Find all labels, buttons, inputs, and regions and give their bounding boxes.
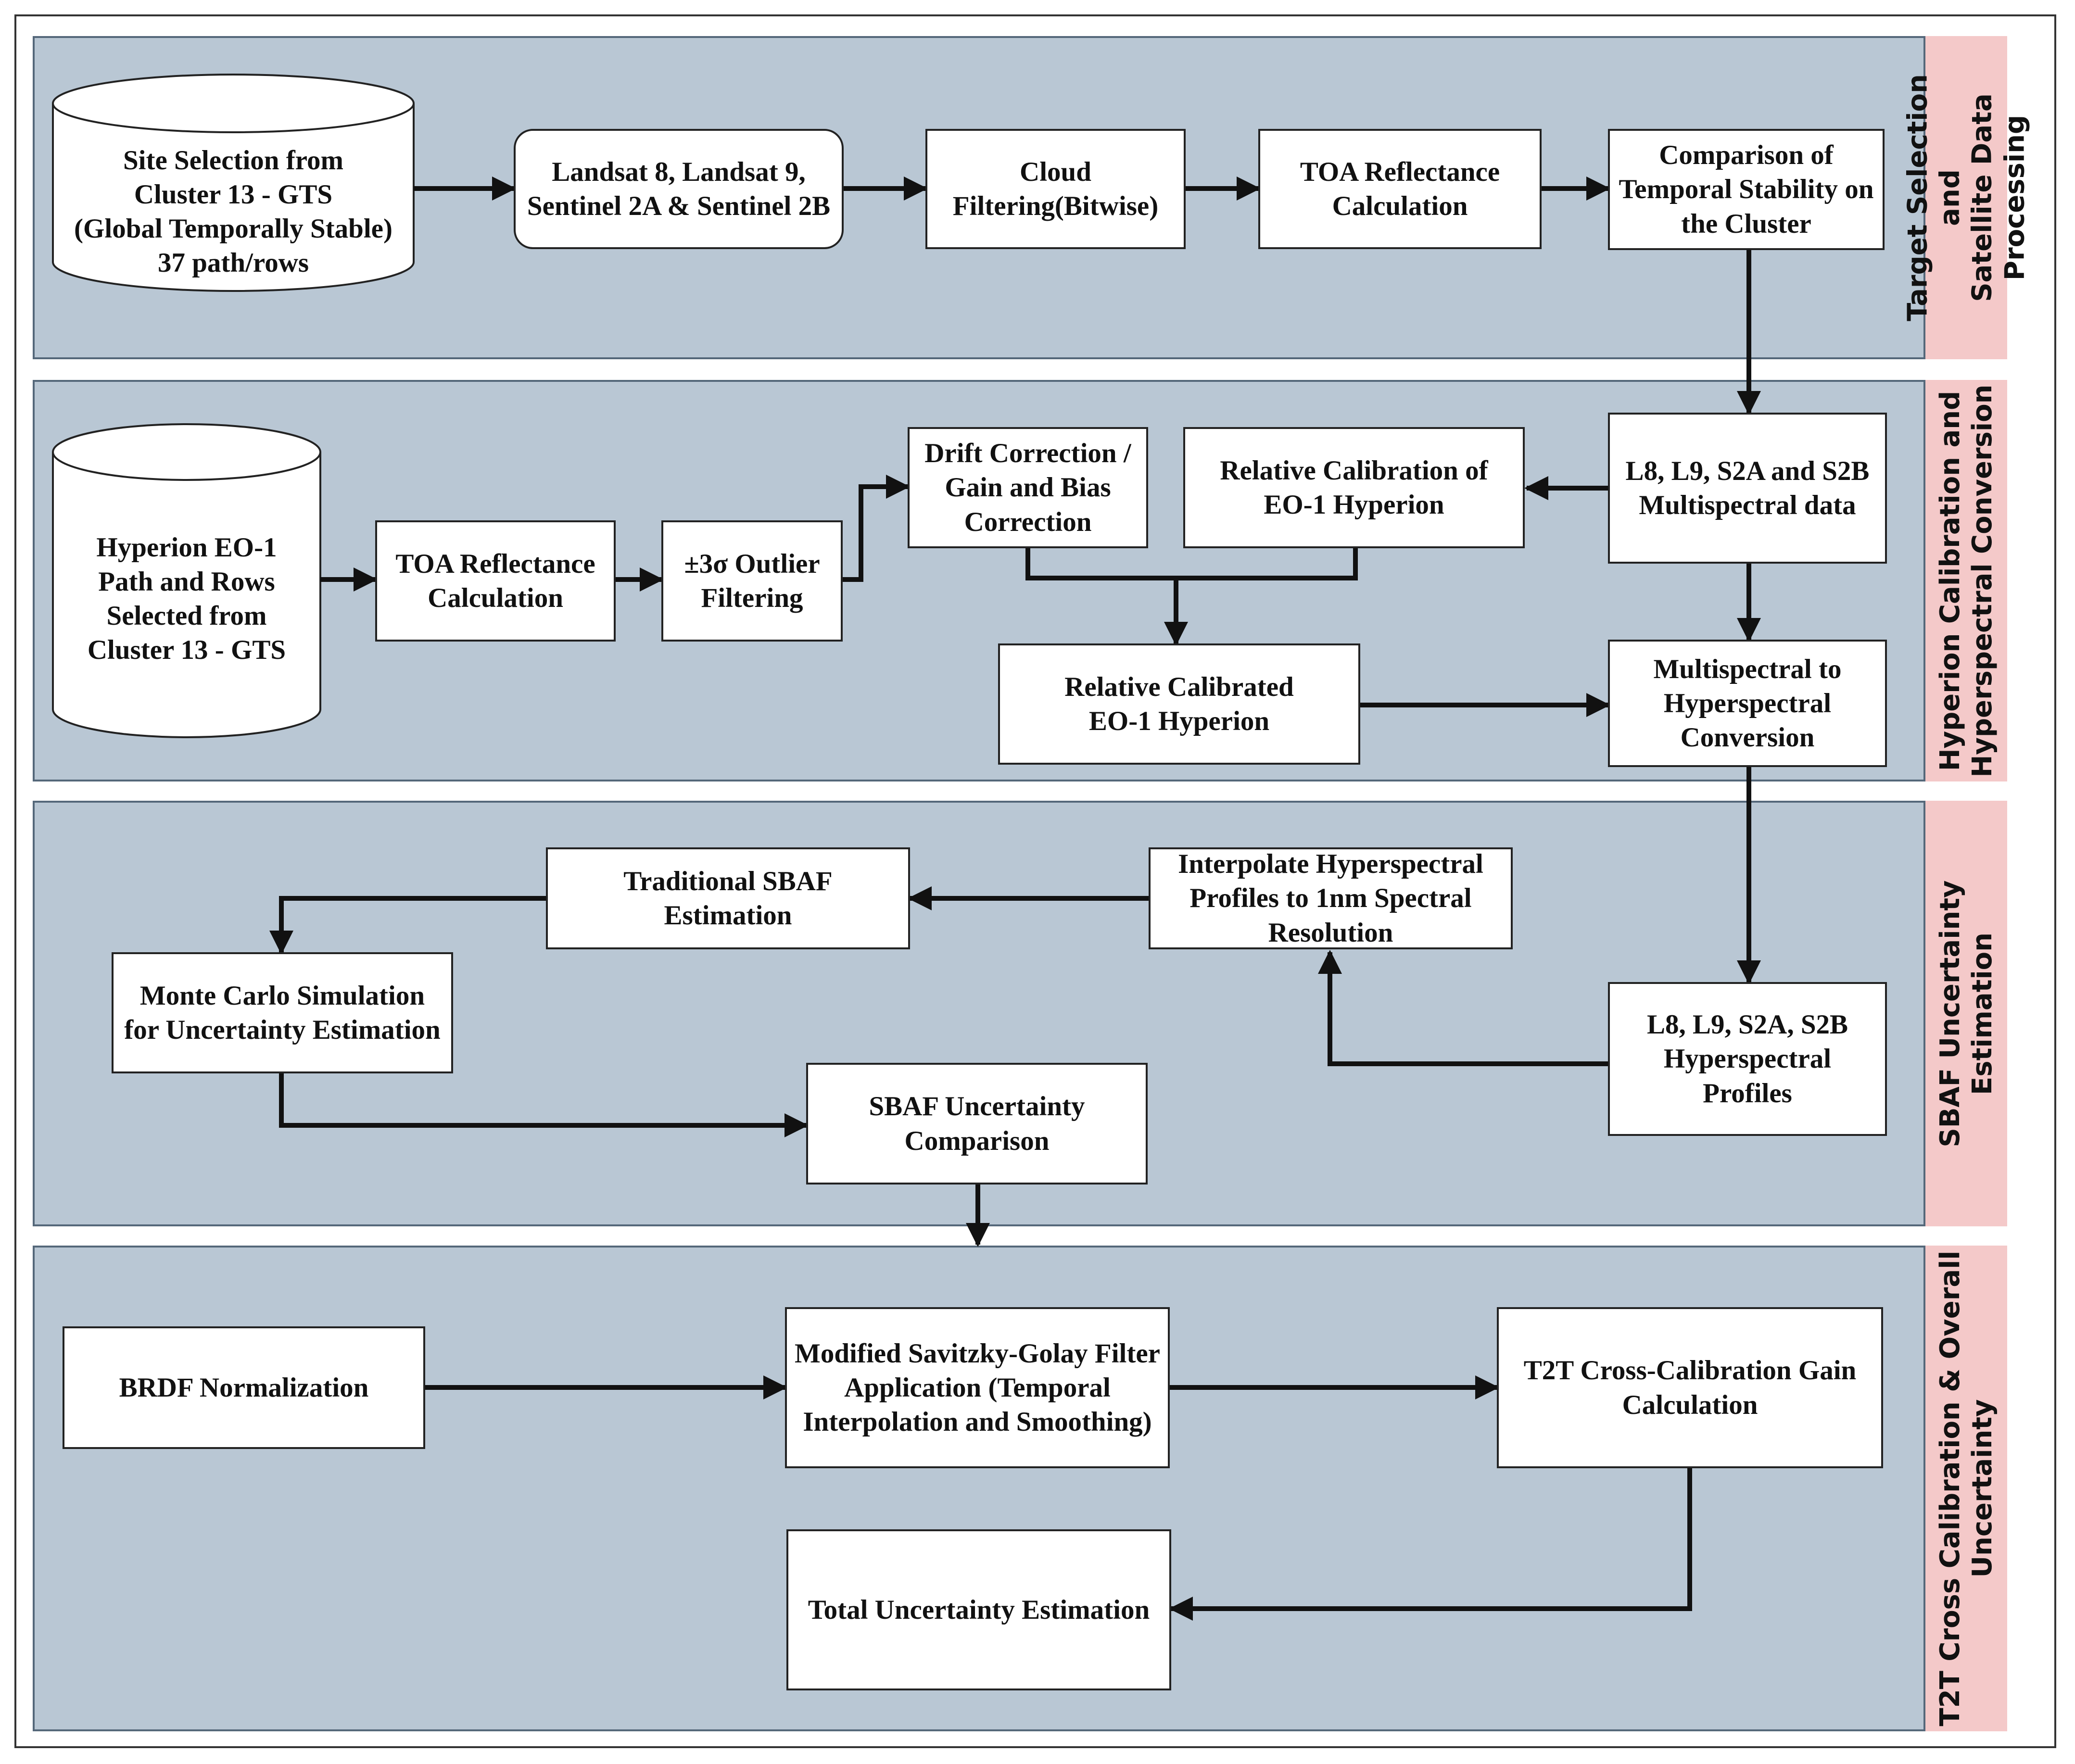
arrow-outlier-to-drift xyxy=(843,475,910,582)
arrow-traditional-to-montecarlo xyxy=(269,896,546,955)
savitzky-golay-node: Modified Savitzky-Golay Filter Applicati… xyxy=(785,1307,1170,1468)
cylinder-hyperion-eo1 xyxy=(52,423,321,738)
monte-carlo-node: Monte Carlo Simulation for Uncertainty E… xyxy=(112,952,453,1073)
drift-correction-node: Drift Correction / Gain and Bias Correct… xyxy=(908,427,1148,548)
traditional-sbaf-node: Traditional SBAF Estimation xyxy=(546,847,910,949)
arrow-merge-to-relative-calibrated xyxy=(1025,548,1358,643)
cylinder-site-selection xyxy=(52,74,415,292)
ms-to-hs-conversion-node: Multispectral to Hyperspectral Conversio… xyxy=(1608,640,1887,767)
sidebar-section-1: Target Selection and Satellite Data Proc… xyxy=(1902,36,2030,359)
interpolate-profiles-node: Interpolate Hyperspectral Profiles to 1n… xyxy=(1149,847,1513,949)
total-uncertainty-node: Total Uncertainty Estimation xyxy=(786,1529,1171,1690)
arrow-profiles-to-interpolate xyxy=(1318,950,1608,1066)
site-selection-label: Site Selection from Cluster 13 - GTS (Gl… xyxy=(74,145,392,278)
arrow-montecarlo-to-comparison xyxy=(279,1073,809,1137)
sbaf-comparison-node: SBAF Uncertainty Comparison xyxy=(806,1063,1148,1184)
relative-calibrated-node: Relative Calibrated EO-1 Hyperion xyxy=(998,643,1360,765)
outlier-filtering-node: ±3σ Outlier Filtering xyxy=(661,520,843,642)
hs-profiles-node: L8, L9, S2A, S2B Hyperspectral Profiles xyxy=(1608,982,1887,1136)
brdf-normalization-node: BRDF Normalization xyxy=(63,1326,425,1449)
sidebar-section-4: T2T Cross Calibration & Overall Uncertai… xyxy=(1925,1246,2007,1731)
landsat-sentinel-node: Landsat 8, Landsat 9, Sentinel 2A & Sent… xyxy=(514,129,844,249)
arrow-gain-to-total xyxy=(1169,1467,1692,1621)
sidebar-section-2: Hyperion Calibration and Hyperspectral C… xyxy=(1925,380,2007,781)
hyperion-eo1-label: Hyperion EO-1 Path and Rows Selected fro… xyxy=(87,532,286,666)
sidebar-section-3: SBAF Uncertainty Estimation xyxy=(1925,801,2007,1226)
cloud-filtering-node: Cloud Filtering(Bitwise) xyxy=(925,129,1186,249)
toa-reflectance-node-2: TOA Reflectance Calculation xyxy=(375,520,616,642)
relative-calibration-node: Relative Calibration of EO-1 Hyperion xyxy=(1183,427,1525,548)
multispectral-data-node: L8, L9, S2A and S2B Multispectral data xyxy=(1608,413,1887,564)
t2t-gain-node: T2T Cross-Calibration Gain Calculation xyxy=(1497,1307,1883,1468)
temporal-stability-node: Comparison of Temporal Stability on the … xyxy=(1608,129,1885,250)
toa-reflectance-node-1: TOA Reflectance Calculation xyxy=(1258,129,1542,249)
